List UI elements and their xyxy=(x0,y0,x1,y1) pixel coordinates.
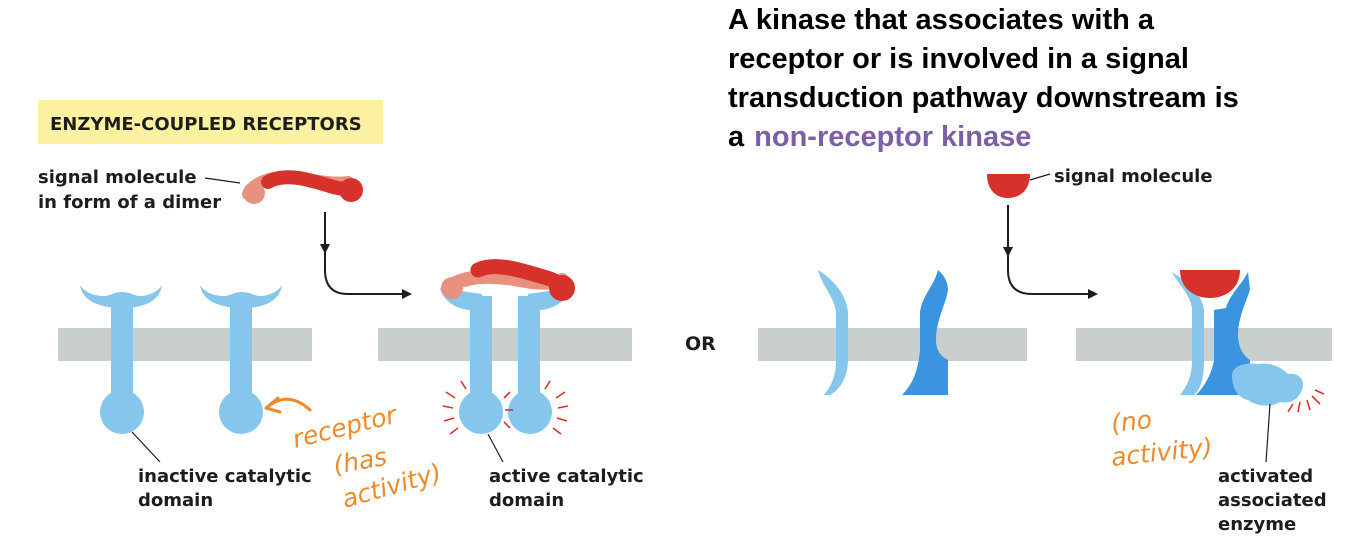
signal-label-leader xyxy=(204,177,241,184)
active-label-line1: active catalytic xyxy=(489,466,644,487)
signal-molecule xyxy=(987,174,1030,198)
membrane xyxy=(378,328,632,361)
inactive-receptor xyxy=(80,285,162,434)
inactive-label-line2: domain xyxy=(138,490,213,511)
receptor-half-dark xyxy=(902,270,948,395)
enzyme-label-line3: enzyme xyxy=(1218,514,1296,535)
signal-dimer-bound xyxy=(441,259,575,301)
enzyme-activity-sparks xyxy=(1287,389,1325,413)
signal-dimer-free xyxy=(242,170,363,204)
reaction-arrow-left xyxy=(324,212,412,299)
heading-prefix: a xyxy=(728,121,745,153)
annotation-no-activity: activity) xyxy=(1110,432,1214,471)
inactive-receptor xyxy=(200,285,282,434)
or-separator: OR xyxy=(685,333,716,355)
active-label-leader xyxy=(487,433,504,463)
heading-line4: a non-receptor kinase xyxy=(728,121,1031,153)
annotation-no: (no xyxy=(1110,405,1154,438)
membrane xyxy=(758,328,1027,361)
enzyme-label-leader xyxy=(1265,403,1271,463)
associated-enzyme xyxy=(1232,363,1304,406)
panel-title: ENZYME-COUPLED RECEPTORS xyxy=(50,114,362,135)
annotation-arrow xyxy=(264,396,312,414)
enzyme-label-line1: activated xyxy=(1218,466,1313,487)
membrane xyxy=(58,328,312,361)
reaction-arrow-right xyxy=(1007,205,1098,299)
enzyme-label-line2: associated xyxy=(1218,490,1327,511)
title-highlight xyxy=(38,100,383,144)
signal-label-line1: signal molecule xyxy=(38,167,197,188)
bound-receptor xyxy=(1172,270,1250,395)
heading-line2: receptor or is involved in a signal xyxy=(728,43,1189,75)
inactive-label-line1: inactive catalytic xyxy=(138,466,312,487)
inactive-label-leader xyxy=(131,431,161,463)
signal-label-right: signal molecule xyxy=(1054,166,1213,187)
receptor-half-light xyxy=(818,270,848,395)
active-label-line2: domain xyxy=(489,490,564,511)
signal-label-line2: in form of a dimer xyxy=(38,192,221,213)
signal-label-leader-right xyxy=(1029,173,1051,181)
heading-highlight: non-receptor kinase xyxy=(754,121,1031,153)
heading-line1: A kinase that associates with a xyxy=(728,4,1155,36)
activity-sparks xyxy=(442,380,569,435)
heading-line3: transduction pathway downstream is xyxy=(728,82,1239,114)
